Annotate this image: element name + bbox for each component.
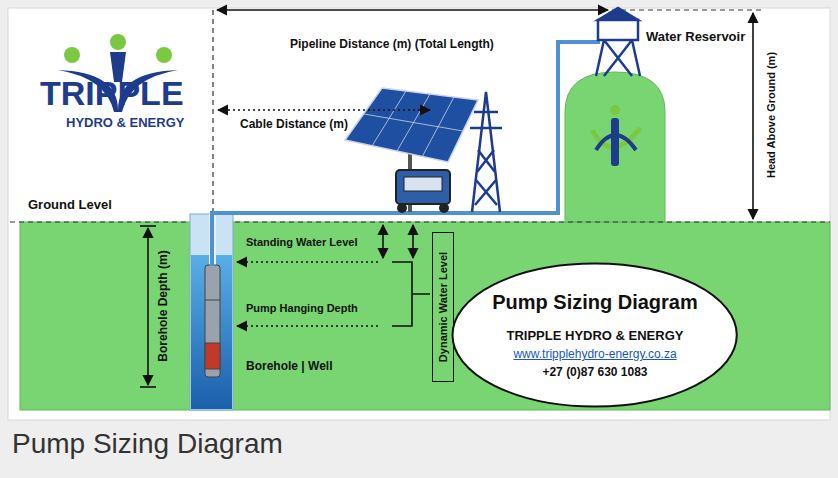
caption: Pump Sizing Diagram (12, 428, 283, 460)
level-label: Pump Hanging Depth (246, 302, 358, 315)
pump (205, 343, 220, 369)
dimension-arrows (147, 228, 149, 385)
generator (397, 203, 407, 213)
solar-panel (345, 88, 478, 212)
dimension-label: Borehole Depth (m) (157, 250, 171, 361)
solar-panel (397, 94, 430, 151)
ground-level-line (212, 10, 213, 222)
solar-panel (364, 91, 463, 157)
generator (404, 177, 442, 191)
ellipse-text: +27 (0)87 630 1083 (542, 365, 647, 379)
ground-level-line (10, 10, 830, 222)
logo-subtitle: HYDRO & ENERGY (66, 116, 184, 131)
white-panel (8, 8, 830, 420)
dotted-arrows (218, 109, 430, 111)
power-pylon (475, 150, 497, 205)
hill-logo (611, 118, 619, 166)
level-label: Standing Water Level (246, 236, 357, 249)
dimension-arrows (140, 225, 156, 227)
generator (396, 170, 450, 213)
bracket (392, 262, 430, 326)
pipeline (212, 42, 600, 266)
water-tower (598, 20, 638, 40)
dimension-arrows (382, 225, 384, 258)
dimension-arrows (752, 13, 754, 219)
dimension-arrows (140, 10, 753, 387)
dimension-arrows (217, 9, 608, 11)
bracket (392, 262, 430, 326)
water-tower (596, 8, 640, 76)
ellipse-text: TRIPPLE HYDRO & ENERGY (507, 328, 684, 343)
pump (205, 300, 220, 301)
dotted-arrows (237, 261, 378, 263)
box-label: Dynamic Water Level (437, 252, 449, 362)
power-pylon (474, 111, 498, 114)
generator (396, 170, 450, 204)
pipeline (212, 42, 600, 266)
water-tower (596, 40, 640, 76)
dotted-arrows (218, 110, 430, 326)
ground (20, 72, 830, 410)
logo-figure (110, 34, 126, 50)
ground (565, 72, 665, 222)
ground-level-line (10, 221, 830, 222)
logo-figure (64, 47, 80, 63)
pump (205, 265, 220, 377)
ground-level-label: Ground Level (28, 198, 112, 213)
solar-panel (345, 88, 478, 162)
solar-panel (372, 91, 406, 146)
info-ellipse: Pump Sizing DiagramTRIPPLE HYDRO & ENERG… (451, 262, 738, 408)
dimension-label: Head Above Ground (m) (765, 52, 778, 178)
dimension-label: Pipeline Distance (m) (Total Length) (290, 38, 494, 52)
borehole (191, 255, 232, 409)
ellipse-outline (453, 264, 737, 407)
level-box: Dynamic Water Level (432, 232, 454, 382)
dotted-arrows (237, 325, 378, 327)
dimension-arrows (412, 225, 414, 258)
power-pylon (472, 92, 500, 212)
hill-logo (610, 105, 620, 115)
dimension-label: Cable Distance (m) (240, 118, 348, 132)
power-pylon (470, 92, 502, 212)
logo-figure (156, 47, 172, 63)
ground (20, 222, 830, 410)
ellipse-heading: Pump Sizing Diagram (492, 291, 698, 314)
white-panel (8, 8, 830, 420)
solar-panel (422, 97, 454, 157)
hill-logo (592, 105, 640, 166)
logo-wordmark: TRIPPLE (40, 74, 184, 113)
power-pylon (470, 127, 502, 130)
pump (205, 265, 220, 377)
generator (439, 203, 449, 213)
part-label: Borehole | Well (246, 360, 332, 374)
ellipse-text: www.tripplehydro-energy.co.za (513, 347, 676, 361)
part-label: Water Reservoir (646, 30, 745, 45)
dimension-arrows (140, 386, 156, 388)
ground-level-line (612, 9, 765, 10)
